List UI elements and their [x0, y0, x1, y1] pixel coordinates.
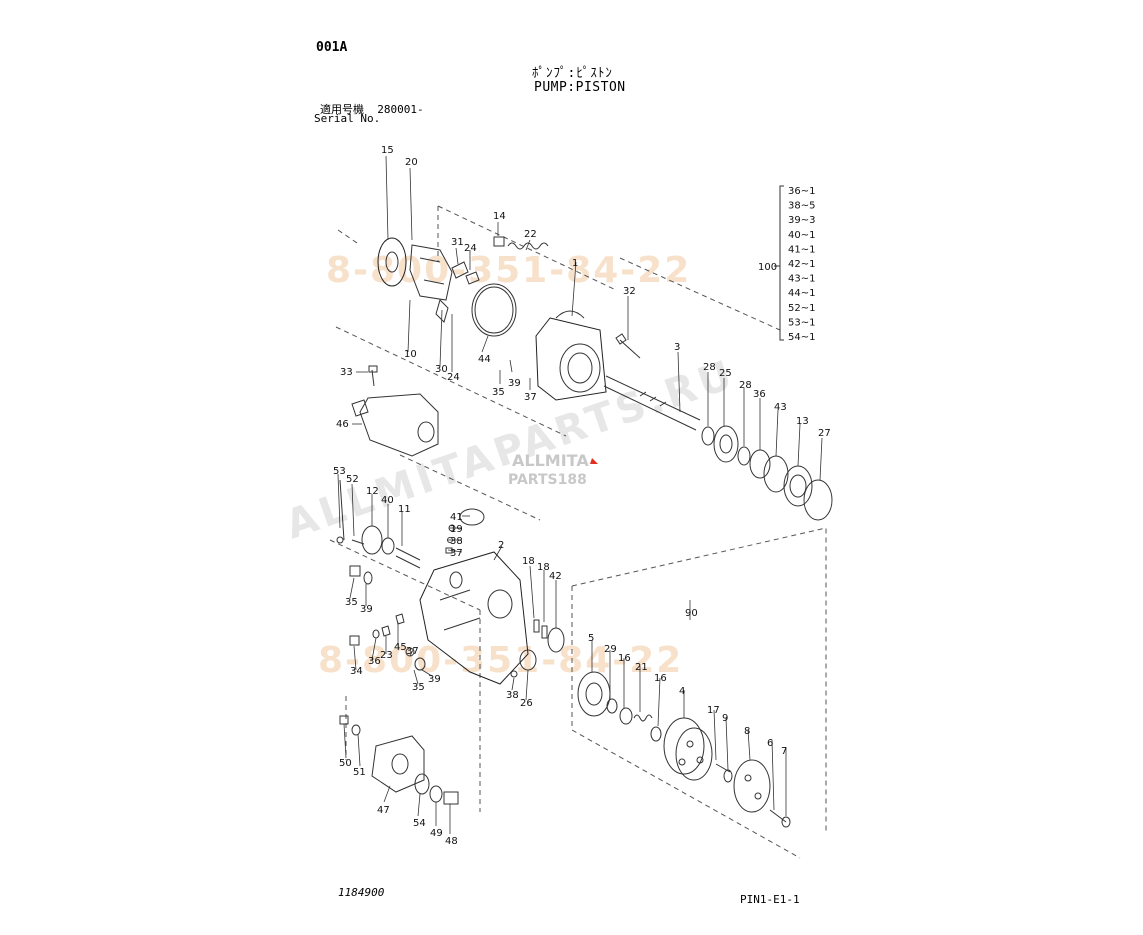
kit-item: 41~1: [788, 244, 815, 255]
callout-number: 34: [350, 666, 363, 677]
callout-number: 29: [604, 644, 617, 655]
callout-number: 37: [450, 548, 463, 559]
page-reference: PIN1-E1-1: [740, 893, 800, 906]
callout-number: 48: [445, 836, 458, 847]
callout-number: 36: [368, 656, 381, 667]
kit-label: 100: [758, 262, 777, 273]
kit-item: 53~1: [788, 317, 815, 328]
title-english: PUMP:PISTON: [534, 80, 626, 95]
brand-stamp-icon: ALLMITA PARTS188: [508, 451, 598, 488]
callout-number: 2: [498, 540, 504, 551]
title-japanese: ﾎﾟﾝﾌﾟ:ﾋﾟｽﾄﾝ: [532, 66, 613, 81]
callout-number: 13: [796, 416, 809, 427]
kit-item: 42~1: [788, 259, 815, 270]
callout-number: 11: [398, 504, 411, 515]
serial-label: Serial No.: [314, 112, 381, 125]
callout-number: 24: [464, 243, 477, 254]
callout-number: 15: [381, 145, 394, 156]
callout-number: 18: [537, 562, 550, 573]
callout-number: 42: [549, 571, 562, 582]
callout-number: 31: [451, 237, 464, 248]
kit-item: 40~1: [788, 230, 815, 241]
callout-number: 16: [618, 653, 631, 664]
kit-item: 44~1: [788, 288, 815, 299]
callout-number: 14: [493, 211, 506, 222]
callout-number: 37: [524, 392, 537, 403]
callout-number: 39: [360, 604, 373, 615]
callout-number: 26: [520, 698, 533, 709]
kit-item: 43~1: [788, 274, 815, 285]
callout-number: 51: [353, 767, 366, 778]
callout-number: 49: [430, 828, 443, 839]
callout-number: 3: [674, 342, 680, 353]
callout-number: 44: [478, 354, 491, 365]
callout-number: 38: [450, 536, 463, 547]
callout-number: 39: [428, 674, 441, 685]
callout-number: 16: [654, 673, 667, 684]
callout-number: 20: [405, 157, 418, 168]
svg-text:PARTS188: PARTS188: [508, 472, 587, 488]
applicable-serial: 適用号機 280001-: [320, 101, 424, 117]
callout-number: 23: [380, 650, 393, 661]
kit-item: 36~1: [788, 186, 815, 197]
callout-number: 28: [703, 362, 716, 373]
callout-number: 28: [739, 380, 752, 391]
callout-number: 39: [508, 378, 521, 389]
callout-number: 90: [685, 608, 698, 619]
callout-number: 35: [412, 682, 425, 693]
callout-number: 32: [623, 286, 636, 297]
callout-number: 6: [767, 738, 773, 749]
callout-number: 52: [346, 474, 359, 485]
callout-number: 38: [506, 690, 519, 701]
callout-number: 54: [413, 818, 426, 829]
applicable-label: 適用号機: [320, 103, 364, 116]
kit-item: 54~1: [788, 332, 815, 343]
watermark-phone: 8-800-351-84-22: [318, 640, 684, 681]
callout-number: 7: [781, 746, 787, 757]
callout-number: 4: [679, 686, 685, 697]
kit-item: 39~3: [788, 215, 815, 226]
callout-number: 12: [366, 486, 379, 497]
callout-number: 10: [404, 349, 417, 360]
document-number: 1184900: [338, 886, 385, 899]
callout-number: 35: [345, 597, 358, 608]
callout-number: 47: [377, 805, 390, 816]
page-code: 001A: [316, 40, 348, 55]
callout-number: 1: [572, 258, 578, 269]
callout-number: 5: [588, 633, 594, 644]
callout-number: 25: [719, 368, 732, 379]
callout-number: 27: [818, 428, 831, 439]
kit-item: 52~1: [788, 303, 815, 314]
callout-number: 36: [753, 389, 766, 400]
callout-number: 19: [450, 524, 463, 535]
applicable-serial-value: 280001-: [377, 103, 424, 116]
callout-number: 30: [435, 364, 448, 375]
callout-number: 24: [447, 372, 460, 383]
callout-number: 9: [722, 713, 728, 724]
kit-list: 100 36~1 38~5 39~3 40~1 41~1 42~1 43~1 44~1 52~1…: [758, 186, 815, 343]
svg-text:ALLMITA: ALLMITA: [512, 451, 589, 470]
callout-number: 37: [406, 646, 419, 657]
callout-number: 53: [333, 466, 346, 477]
callout-number: 45: [394, 642, 407, 653]
callout-number: 8: [744, 726, 750, 737]
callout-number: 33: [340, 367, 353, 378]
callout-number: 17: [707, 705, 720, 716]
callout-number: 22: [524, 229, 537, 240]
callout-number: 50: [339, 758, 352, 769]
callout-number: 40: [381, 495, 394, 506]
callout-number: 46: [336, 419, 349, 430]
kit-item: 38~5: [788, 201, 815, 212]
callout-number: 41: [450, 512, 463, 523]
callout-number: 43: [774, 402, 787, 413]
callout-number: 21: [635, 662, 648, 673]
callout-number: 35: [492, 387, 505, 398]
callout-number: 18: [522, 556, 535, 567]
